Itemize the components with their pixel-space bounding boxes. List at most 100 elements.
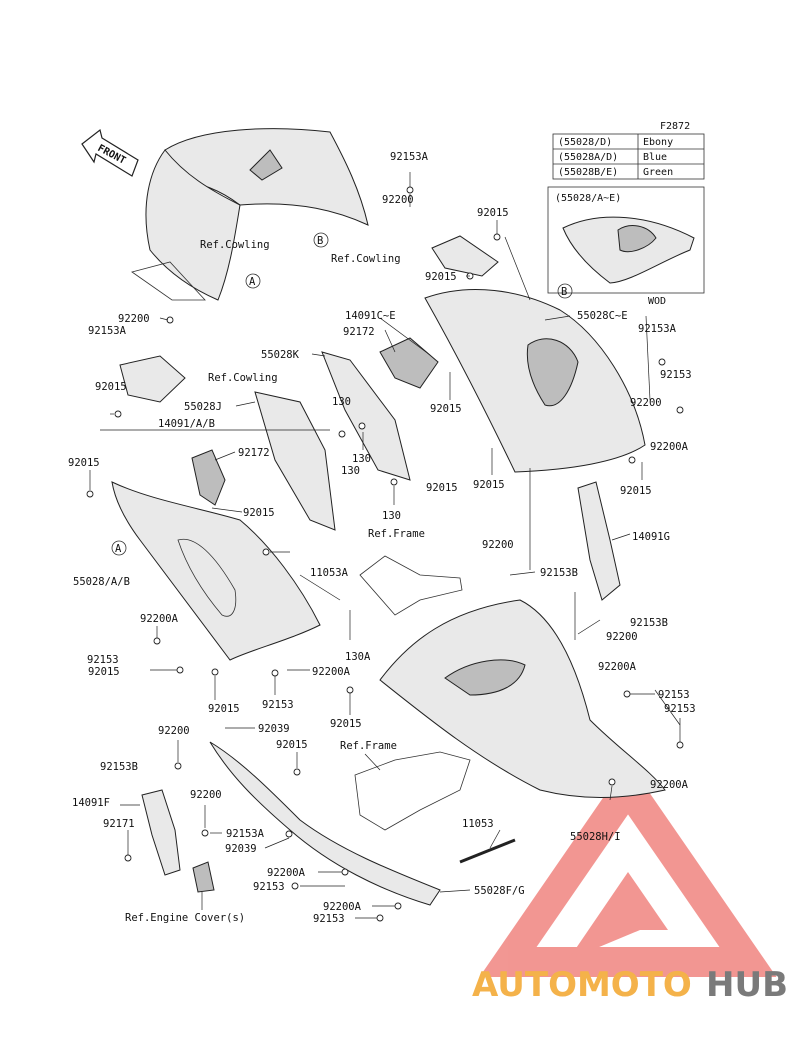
part-label: 92153 — [664, 703, 696, 715]
left-lower-panel-55028-A-B — [111, 481, 321, 661]
part-label: 92200 — [190, 789, 222, 801]
ref-label: Ref.Frame — [340, 740, 397, 752]
part-label: 92200A — [140, 613, 179, 625]
inset-note: WOD — [648, 296, 666, 307]
watermark-logo — [479, 761, 777, 977]
part-label: 55028J — [184, 401, 222, 413]
watermark-hub: HUB — [706, 965, 788, 1005]
watermark-auto: AUTOMOTO — [472, 965, 692, 1005]
part-label: 55028H/I — [570, 831, 621, 843]
part-label: 92015 — [473, 479, 505, 491]
part-label: 92153B — [100, 761, 138, 773]
under-cowl-55028F-G — [209, 741, 441, 906]
part-label: 92153 — [253, 881, 285, 893]
color-table: (55028/D) Ebony (55028A/D) Blue (55028B/… — [552, 133, 705, 180]
part-label: 92015 — [425, 271, 457, 283]
part-label: 130 — [332, 396, 351, 408]
part-label: 92153B — [630, 617, 668, 629]
part-label: 130 — [382, 510, 401, 522]
table-code-0: (55028/D) — [558, 137, 612, 148]
inset-title: (55028/A~E) — [555, 193, 621, 204]
part-label: 92015 — [620, 485, 652, 497]
part-label: 92015 — [88, 666, 120, 678]
upper-cowling-drawing — [131, 128, 369, 301]
part-label: 92015 — [477, 207, 509, 219]
part-label: 130 — [352, 453, 371, 465]
part-label: 92153 — [87, 654, 119, 666]
part-label: 92153A — [88, 325, 127, 337]
lower-cowling-55028H-I — [379, 599, 666, 798]
part-label: 130 — [341, 465, 360, 477]
part-label: 55028C~E — [577, 310, 628, 322]
part-label: 92153A — [638, 323, 677, 335]
callout-b-2: B — [561, 286, 567, 298]
part-label: 55028K — [261, 349, 300, 361]
part-label: 14091G — [632, 531, 670, 543]
figure-code: F2872 — [660, 121, 690, 132]
part-label: 92153 — [313, 913, 345, 925]
inner-panels-55028J-K — [119, 351, 411, 531]
part-label: 92153B — [540, 567, 578, 579]
part-label: 92153 — [262, 699, 294, 711]
part-label: 92039 — [258, 723, 290, 735]
part-label: 92153A — [390, 151, 429, 163]
part-label: 92015 — [95, 381, 127, 393]
part-label: 55028F/G — [474, 885, 525, 897]
part-label: 92200A — [267, 867, 306, 879]
callout-a-1: A — [249, 276, 256, 288]
part-label: 92171 — [103, 818, 135, 830]
ref-label: Ref.Cowling — [331, 253, 401, 265]
ref-cowling-piece-2 — [431, 235, 499, 277]
ref-label: Ref.Engine Cover(s) — [125, 912, 245, 924]
front-arrow-icon: FRONT — [81, 128, 139, 177]
callout-b-1: B — [317, 235, 323, 247]
part-label: 92015 — [430, 403, 462, 415]
part-label: 14091C~E — [345, 310, 396, 322]
bracket-14091F — [141, 789, 215, 893]
ref-label: Ref.Cowling — [208, 372, 278, 384]
ref-label: Ref.Cowling — [200, 239, 270, 251]
leader-lines — [89, 172, 681, 919]
part-label: 92015 — [68, 457, 100, 469]
part-label: 11053A — [310, 567, 349, 579]
part-label: 92153 — [658, 689, 690, 701]
bracket-14091-A-B — [191, 449, 226, 506]
ref-frame-lower — [354, 751, 471, 831]
part-label: 92200 — [158, 725, 190, 737]
table-color-2: Green — [643, 167, 673, 178]
callout-a-2: A — [115, 543, 122, 555]
part-label: 92200 — [606, 631, 638, 643]
part-label: 92153 — [660, 369, 692, 381]
rod-11053 — [459, 838, 516, 864]
part-labels: 92153A 92200 Ref.Cowling 92015 Ref.Cowli… — [68, 151, 696, 925]
inset-box: (55028/A~E) WOD — [547, 186, 705, 307]
part-label: 92039 — [225, 843, 257, 855]
part-label: 92200A — [650, 779, 689, 791]
table-code-2: (55028B/E) — [558, 167, 618, 178]
callout-markers: B A B A — [111, 232, 573, 556]
part-label: 130A — [345, 651, 371, 663]
watermark-text: AUTOMOTO HUB — [472, 965, 788, 1005]
part-label: 11053 — [462, 818, 494, 830]
table-code-1: (55028A/D) — [558, 152, 618, 163]
ref-label: Ref.Frame — [368, 528, 425, 540]
part-label: 92200 — [630, 397, 662, 409]
part-label: 92200A — [598, 661, 637, 673]
table-color-1: Blue — [643, 152, 667, 163]
part-label: 92172 — [238, 447, 270, 459]
part-label: 92172 — [343, 326, 375, 338]
part-label: 92153A — [226, 828, 265, 840]
bracket-14091G — [577, 481, 621, 601]
part-label: 92200 — [482, 539, 514, 551]
part-label: 92200 — [118, 313, 150, 325]
part-label: 55028/A/B — [73, 576, 130, 588]
part-label: 92200A — [312, 666, 351, 678]
part-label: 92200A — [650, 441, 689, 453]
part-label: 92015 — [330, 718, 362, 730]
part-label: 92015 — [208, 703, 240, 715]
ref-frame-upper — [359, 555, 463, 616]
table-color-0: Ebony — [643, 137, 673, 148]
part-label: 14091/A/B — [158, 418, 215, 430]
